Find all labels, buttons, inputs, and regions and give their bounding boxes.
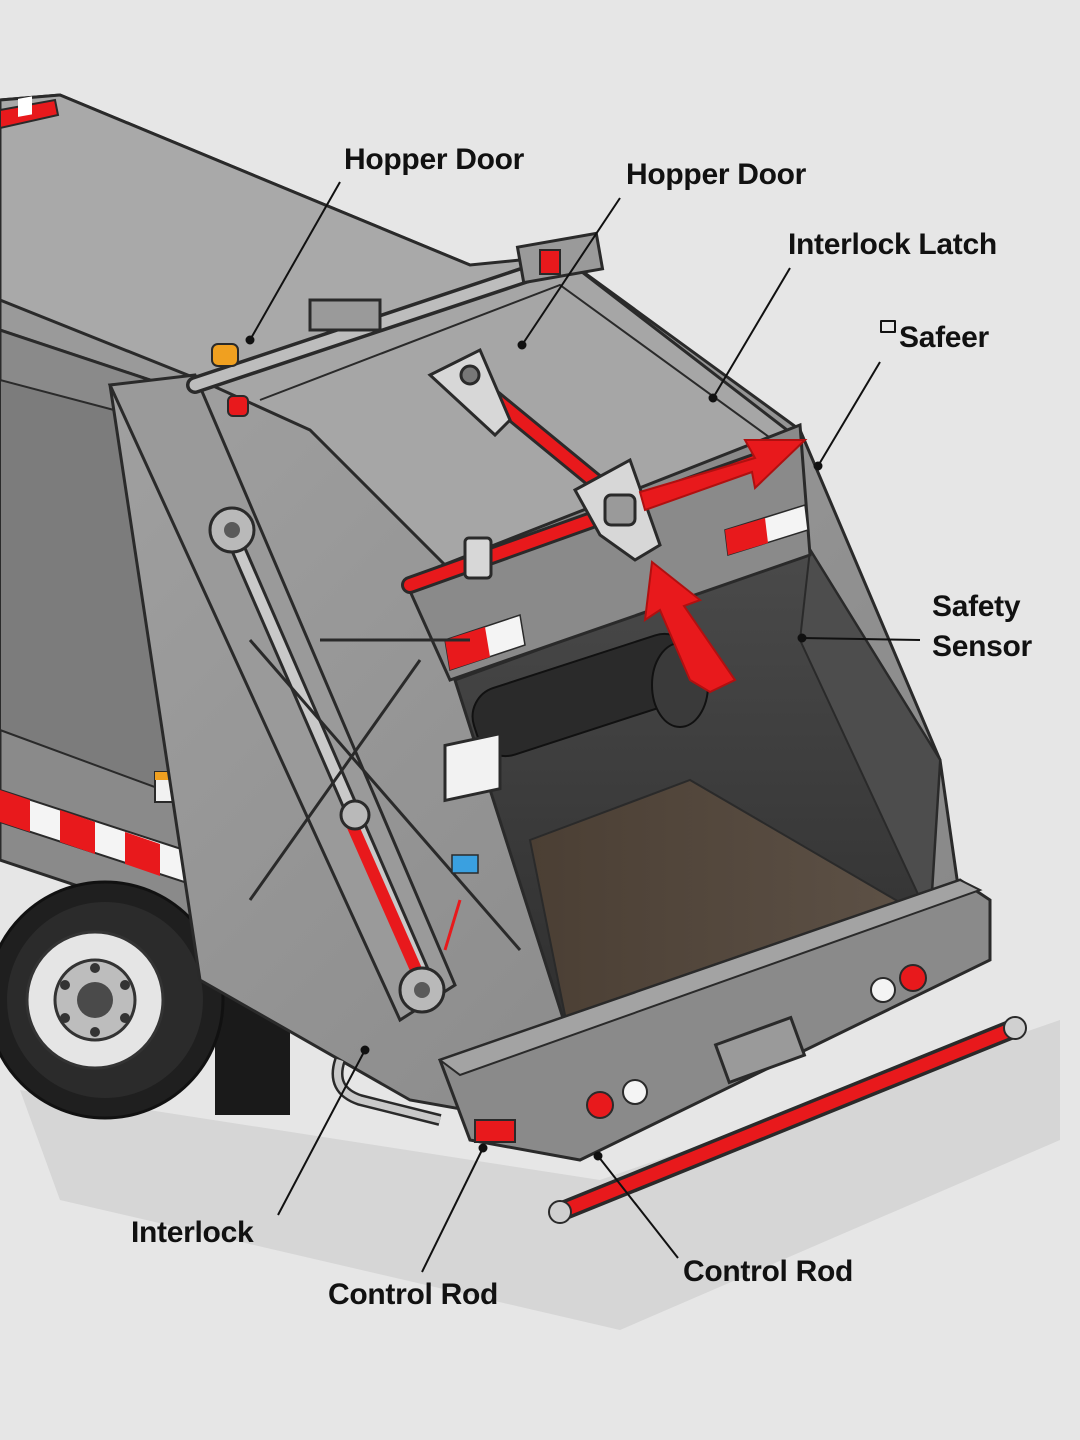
tail-light-red-2 <box>899 964 927 992</box>
lift-cylinder-red <box>344 814 431 996</box>
leader-hopper-door-right <box>521 197 621 346</box>
red-arrow-up <box>643 560 737 694</box>
red-arrow-right <box>638 439 808 512</box>
ground-shadow <box>20 1020 1060 1330</box>
leader-control-rod-left <box>421 1147 484 1273</box>
leader-safeer <box>817 361 881 467</box>
label-safety-sensor: Safety Sensor <box>932 587 1032 667</box>
tail-light-red-1 <box>586 1091 614 1119</box>
leader-interlock <box>277 1049 366 1216</box>
amber-beacon <box>211 343 239 367</box>
rod-clamp <box>463 536 493 580</box>
label-interlock-latch: Interlock Latch <box>788 228 997 261</box>
leader-safety-sensor <box>801 637 921 641</box>
red-beacon <box>227 395 249 417</box>
small-rectangle-icon <box>880 320 896 333</box>
label-safeer: Safeer <box>880 318 989 358</box>
hopper-lip <box>402 422 812 682</box>
leader-hopper-door-left <box>249 181 341 341</box>
leader-interlock-latch <box>712 267 791 399</box>
latch-bracket-upper <box>427 347 512 438</box>
label-safeer-text: Safeer <box>899 321 989 354</box>
label-control-rod-right: Control Rod <box>683 1255 853 1288</box>
label-control-rod-left: Control Rod <box>328 1278 498 1311</box>
label-hopper-door-left: Hopper Door <box>344 143 525 176</box>
latch-bracket-center <box>572 457 662 562</box>
leader-control-rod-right <box>597 1155 679 1259</box>
label-hopper-door-right: Hopper Door <box>626 158 807 191</box>
label-safety-sensor-line1: Safety <box>932 590 1021 623</box>
label-safety-sensor-line2: Sensor <box>932 630 1032 663</box>
label-interlock: Interlock <box>131 1216 254 1249</box>
tail-light-white-2 <box>870 977 896 1003</box>
control-box-device <box>443 731 502 951</box>
tail-light-white-1 <box>622 1079 648 1105</box>
